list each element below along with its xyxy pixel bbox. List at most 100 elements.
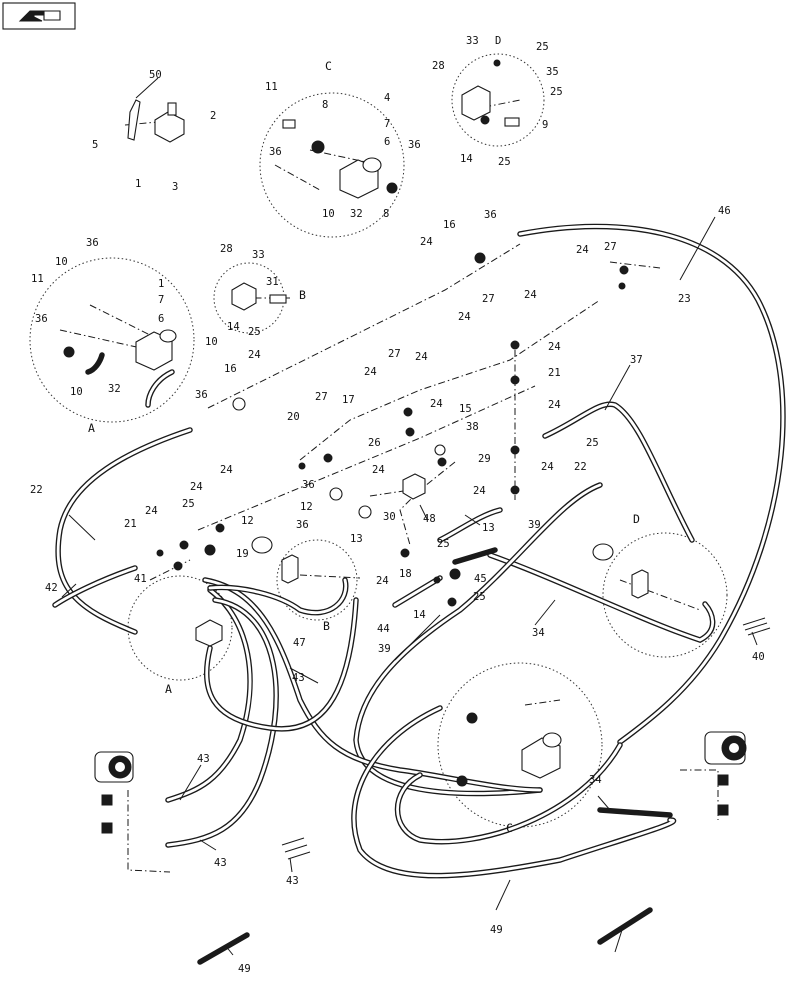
detail-label-b-top: B	[299, 288, 306, 302]
callout-32-a: 32	[108, 383, 121, 395]
callout-43-a: 43	[197, 753, 210, 765]
callout-21-l: 19	[236, 548, 249, 560]
callout-46: 46	[718, 205, 731, 217]
callout-10-a2: 10	[70, 386, 83, 398]
leader-lines	[61, 77, 758, 956]
detail-circle-b-low	[276, 539, 358, 621]
callout-48: 13	[482, 522, 495, 534]
callout-24-b: 18	[399, 568, 412, 580]
callout-13-l: 24	[376, 575, 389, 587]
detail-label-c-top: C	[325, 59, 332, 73]
detail-label-d-low: D	[633, 512, 640, 526]
callout-24-l4: 25	[182, 498, 195, 510]
callout-9: 9	[542, 119, 548, 131]
callout-19: 41	[134, 573, 147, 585]
callout-20: 24	[190, 481, 203, 493]
callout-16-top: 16	[443, 219, 456, 231]
callout-31: 31	[266, 276, 279, 288]
callout-25-b3: 45	[474, 573, 487, 585]
callout-35: 35	[546, 66, 559, 78]
detail-label-c-low: C	[506, 821, 513, 835]
callout-25-r: 25	[586, 437, 599, 449]
callout-8: 8	[322, 99, 328, 111]
detail-circle-d-low	[602, 532, 728, 658]
callout-50: 50	[149, 69, 162, 81]
callout-17: 26	[368, 437, 381, 449]
callout-29: 24	[372, 464, 385, 476]
valve-block-a-top	[63, 329, 177, 375]
pointing-hand-icon[interactable]	[2, 2, 76, 30]
callout-6: 6	[384, 136, 390, 148]
detail-circle-d-top	[451, 53, 545, 147]
callout-27-c: 27	[388, 348, 401, 360]
valve-block-a-low	[195, 619, 223, 647]
callout-42: 34	[532, 627, 545, 639]
callout-24-r5: 24	[541, 461, 554, 473]
callout-7-a: 7	[158, 294, 164, 306]
callout-36-l: 12	[300, 501, 313, 513]
callout-36-top: 36	[484, 209, 497, 221]
callout-39-l: 22	[30, 484, 43, 496]
callout-40: 39	[378, 643, 391, 655]
callout-24-c1: 24	[415, 351, 428, 363]
callout-24-c4: 17	[342, 394, 355, 406]
callout-22-r: 22	[574, 461, 587, 473]
callout-36-b: 13	[350, 533, 363, 545]
callout-25-b: 25	[248, 326, 261, 338]
callout-1-a: 1	[158, 278, 164, 290]
hoses	[52, 223, 786, 965]
bolts-34	[281, 617, 771, 860]
callout-39-m: 43	[292, 672, 305, 684]
callout-36-c: 36	[269, 146, 282, 158]
callout-2: 2	[210, 110, 216, 122]
valve-block-b-low	[251, 536, 299, 584]
detail-circle-a-top	[29, 257, 195, 423]
callout-1: 1	[135, 178, 141, 190]
callout-26: 15	[459, 403, 472, 415]
callout-36-c2: 36	[408, 139, 421, 151]
callout-5: 5	[92, 139, 98, 151]
callout-43-c: 34	[589, 774, 602, 786]
callout-12-l: 36	[302, 479, 315, 491]
callout-34-b: 43	[286, 875, 299, 887]
callout-16-mid: 16	[224, 363, 237, 375]
callout-38: 29	[478, 453, 491, 465]
callout-28-b: 28	[220, 243, 233, 255]
callout-10-a3: 10	[205, 336, 218, 348]
callout-6-a: 6	[158, 313, 164, 325]
callout-3: 3	[172, 181, 178, 193]
callout-44: 47	[293, 637, 306, 649]
callout-24-l1: 20	[287, 411, 300, 423]
callout-13-r: 39	[528, 519, 541, 531]
callout-41: 36	[296, 519, 309, 531]
detail-label-b-low: B	[323, 619, 330, 633]
callout-28-d: 28	[432, 60, 445, 72]
valve-block-d-low	[592, 543, 649, 599]
callout-36-a1: 36	[86, 237, 99, 249]
detail-label-a-top: A	[88, 421, 95, 435]
callout-18: 25	[437, 538, 450, 550]
callout-24-r2: 24	[458, 311, 471, 323]
callout-23: 23	[678, 293, 691, 305]
callout-24-top2: 24	[576, 244, 589, 256]
callout-24-l3: 12	[241, 515, 254, 527]
detail-circle-c-low	[437, 662, 603, 828]
callout-37: 37	[630, 354, 643, 366]
callout-24-top: 24	[420, 236, 433, 248]
valve-block-50	[127, 99, 185, 143]
callout-25-d1: 25	[536, 41, 549, 53]
callout-24-c3: 24	[430, 398, 443, 410]
callout-43-d: 49	[490, 924, 503, 936]
fittings	[63, 59, 771, 860]
center-lines	[59, 99, 719, 873]
callout-27-top: 27	[604, 241, 617, 253]
callout-43-b: 43	[214, 857, 227, 869]
detail-label-a-low: A	[165, 682, 172, 696]
tee-fittings	[156, 252, 629, 607]
callout-8-c2: 8	[383, 208, 389, 220]
callout-15: 38	[466, 421, 479, 433]
valve-block-c-top	[282, 119, 398, 199]
hydraulic-motor-left	[94, 751, 134, 834]
callout-12-r: 30	[383, 511, 396, 523]
